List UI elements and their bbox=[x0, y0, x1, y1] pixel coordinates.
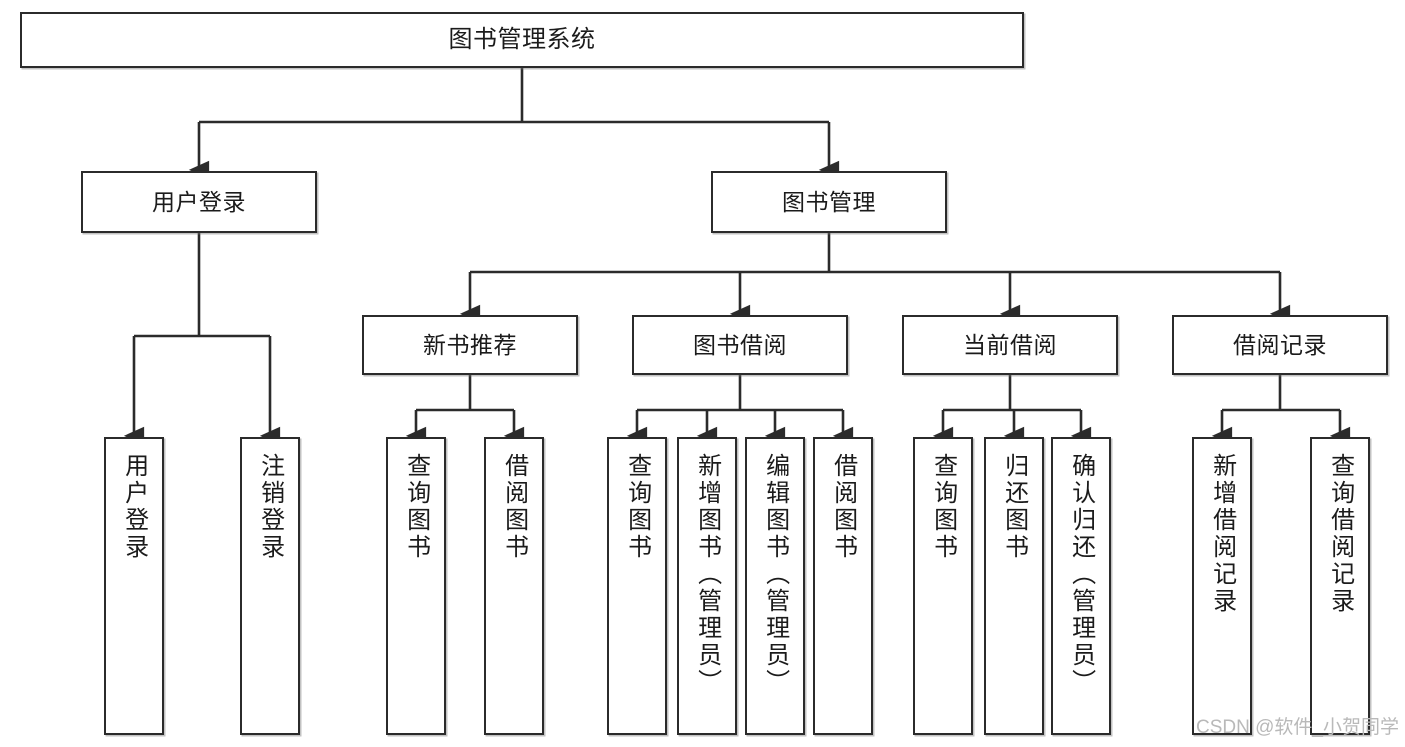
node-leaf-5[interactable]: 新增图书（管理员） bbox=[677, 437, 737, 735]
node-label: 查询借阅记录 bbox=[1326, 453, 1354, 615]
node-label: 确认归还（管理员） bbox=[1067, 453, 1095, 696]
node-label: 用户登录 bbox=[152, 188, 246, 215]
node-leaf-0[interactable]: 用户登录 bbox=[104, 437, 164, 735]
node-label: 借阅图书 bbox=[500, 453, 528, 561]
node-label: 编辑图书（管理员） bbox=[761, 453, 789, 696]
node-level2-1[interactable]: 图书管理 bbox=[711, 171, 947, 233]
node-level3-0[interactable]: 新书推荐 bbox=[362, 315, 578, 375]
node-label: 查询图书 bbox=[929, 453, 957, 561]
node-label: 新增借阅记录 bbox=[1208, 453, 1236, 615]
node-label: 借阅图书 bbox=[829, 453, 857, 561]
node-leaf-1[interactable]: 注销登录 bbox=[240, 437, 300, 735]
node-label: 借阅记录 bbox=[1233, 331, 1327, 358]
node-leaf-11[interactable]: 新增借阅记录 bbox=[1192, 437, 1252, 735]
node-root[interactable]: 图书管理系统 bbox=[20, 12, 1024, 68]
node-label: 新增图书（管理员） bbox=[693, 453, 721, 696]
node-level3-3[interactable]: 借阅记录 bbox=[1172, 315, 1388, 375]
node-leaf-2[interactable]: 查询图书 bbox=[386, 437, 446, 735]
node-level3-2[interactable]: 当前借阅 bbox=[902, 315, 1118, 375]
csdn-watermark: CSDN @软件_小贺同学 bbox=[1196, 717, 1399, 738]
node-leaf-8[interactable]: 查询图书 bbox=[913, 437, 973, 735]
node-level3-1[interactable]: 图书借阅 bbox=[632, 315, 848, 375]
node-label: 用户登录 bbox=[120, 453, 148, 561]
node-label: 图书管理 bbox=[782, 188, 876, 215]
node-leaf-9[interactable]: 归还图书 bbox=[984, 437, 1044, 735]
node-leaf-4[interactable]: 查询图书 bbox=[607, 437, 667, 735]
node-level2-0[interactable]: 用户登录 bbox=[81, 171, 317, 233]
node-leaf-12[interactable]: 查询借阅记录 bbox=[1310, 437, 1370, 735]
node-leaf-6[interactable]: 编辑图书（管理员） bbox=[745, 437, 805, 735]
node-label: 图书借阅 bbox=[693, 331, 787, 358]
node-label: 当前借阅 bbox=[963, 331, 1057, 358]
node-label: 图书管理系统 bbox=[448, 26, 596, 53]
node-label: 注销登录 bbox=[256, 453, 284, 561]
node-label: 查询图书 bbox=[623, 453, 651, 561]
node-label: 归还图书 bbox=[1000, 453, 1028, 561]
node-label: 查询图书 bbox=[402, 453, 430, 561]
node-leaf-10[interactable]: 确认归还（管理员） bbox=[1051, 437, 1111, 735]
node-leaf-7[interactable]: 借阅图书 bbox=[813, 437, 873, 735]
node-label: 新书推荐 bbox=[423, 331, 517, 358]
node-leaf-3[interactable]: 借阅图书 bbox=[484, 437, 544, 735]
